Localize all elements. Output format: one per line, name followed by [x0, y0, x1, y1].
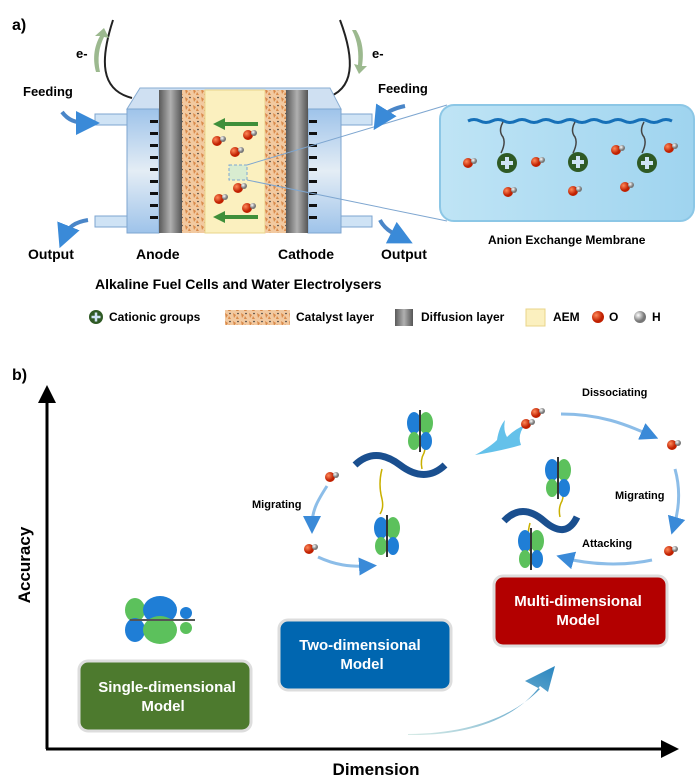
diffusion-swatch: [395, 309, 413, 326]
migrating-md-label: Migrating: [615, 490, 665, 502]
legend-catalyst: Catalyst layer: [296, 310, 374, 324]
hydroxide-flow-arrow-icon: [213, 118, 258, 130]
right-wire: [324, 19, 351, 99]
legend-cationic: Cationic groups: [109, 310, 201, 324]
model-box-single: Single-dimensional Model: [77, 659, 253, 733]
hydroxide-flow-arrow-icon: [213, 211, 258, 223]
feeding-right-arrow-icon: [373, 103, 406, 131]
two-d-mechanism: Migrating: [252, 409, 448, 576]
anode-diffusion-layer: [159, 90, 182, 233]
legend-diffusion: Diffusion layer: [421, 310, 505, 324]
y-axis-label: Accuracy: [15, 526, 34, 603]
two-model-line2: Model: [340, 656, 383, 673]
left-wire: [103, 19, 133, 99]
polymer-chain: [352, 452, 448, 478]
migrating-2d-label: Migrating: [252, 499, 302, 511]
electron-down-arrow-icon: [352, 30, 367, 74]
output-right-label: Output: [381, 246, 427, 262]
aem-swatch: [525, 308, 546, 327]
fuel-cell: [94, 87, 448, 234]
legend: Cationic groups Catalyst layer Diffusion…: [89, 308, 661, 327]
single-model-line2: Model: [141, 698, 184, 715]
anode-label: Anode: [136, 246, 180, 262]
inset-label: Anion Exchange Membrane: [488, 233, 646, 247]
model-box-multi: Multi-dimensional Model: [492, 574, 669, 648]
legend-h: H: [652, 310, 661, 324]
right-inlet-pipe: [340, 113, 373, 126]
cathode-label: Cathode: [278, 246, 334, 262]
left-inlet-pipe: [94, 113, 129, 126]
aem-inset: [439, 104, 695, 222]
cationic-group-icon: [568, 152, 588, 172]
feeding-right-label: Feeding: [378, 81, 428, 96]
cathode-plate: [307, 108, 342, 234]
output-right-arrow-icon: [378, 219, 413, 244]
panel-b-label: b): [12, 367, 27, 384]
aem-layer: [204, 89, 266, 234]
feeding-left-label: Feeding: [23, 84, 73, 99]
multi-model-line2: Model: [556, 612, 599, 629]
right-outlet-pipe: [340, 215, 373, 228]
hydrogen-icon: [634, 311, 646, 323]
electron-up-arrow-icon: [94, 28, 109, 72]
cationic-group-icon: [89, 310, 103, 324]
feeding-left-arrow-icon: [60, 110, 100, 135]
electron-left-label: e-: [76, 46, 88, 61]
single-model-line1: Single-dimensional: [98, 679, 236, 696]
cathode-catalyst-layer: [265, 90, 286, 233]
single-orbital-icon: [125, 596, 195, 644]
cationic-group-icon: [637, 153, 657, 173]
left-outlet-pipe: [94, 215, 129, 228]
anode-catalyst-layer: [182, 90, 205, 233]
water-splash-icon: [475, 408, 545, 455]
electron-right-label: e-: [372, 46, 384, 61]
cationic-group-icon: [497, 153, 517, 173]
attacking-label: Attacking: [582, 538, 632, 550]
dissociating-label: Dissociating: [582, 387, 647, 399]
panel-a-title: Alkaline Fuel Cells and Water Electrolys…: [95, 276, 382, 292]
cathode-diffusion-layer: [286, 90, 308, 233]
zoom-region: [228, 164, 248, 181]
output-left-arrow-icon: [57, 218, 89, 249]
catalyst-swatch: [225, 310, 290, 325]
panel-a-label: a): [12, 17, 26, 34]
legend-o: O: [609, 310, 618, 324]
model-box-two: Two-dimensional Model: [277, 618, 453, 692]
two-model-line1: Two-dimensional: [299, 637, 420, 654]
multi-d-mechanism: Dissociating Migrating Attacking: [475, 387, 686, 571]
output-left-label: Output: [28, 246, 74, 262]
multi-model-line1: Multi-dimensional: [514, 593, 642, 610]
polymer-chain: [501, 508, 581, 533]
oxygen-icon: [592, 311, 604, 323]
legend-aem: AEM: [553, 310, 580, 324]
x-axis-label: Dimension: [333, 760, 420, 779]
polymer-backbone: [467, 118, 673, 124]
